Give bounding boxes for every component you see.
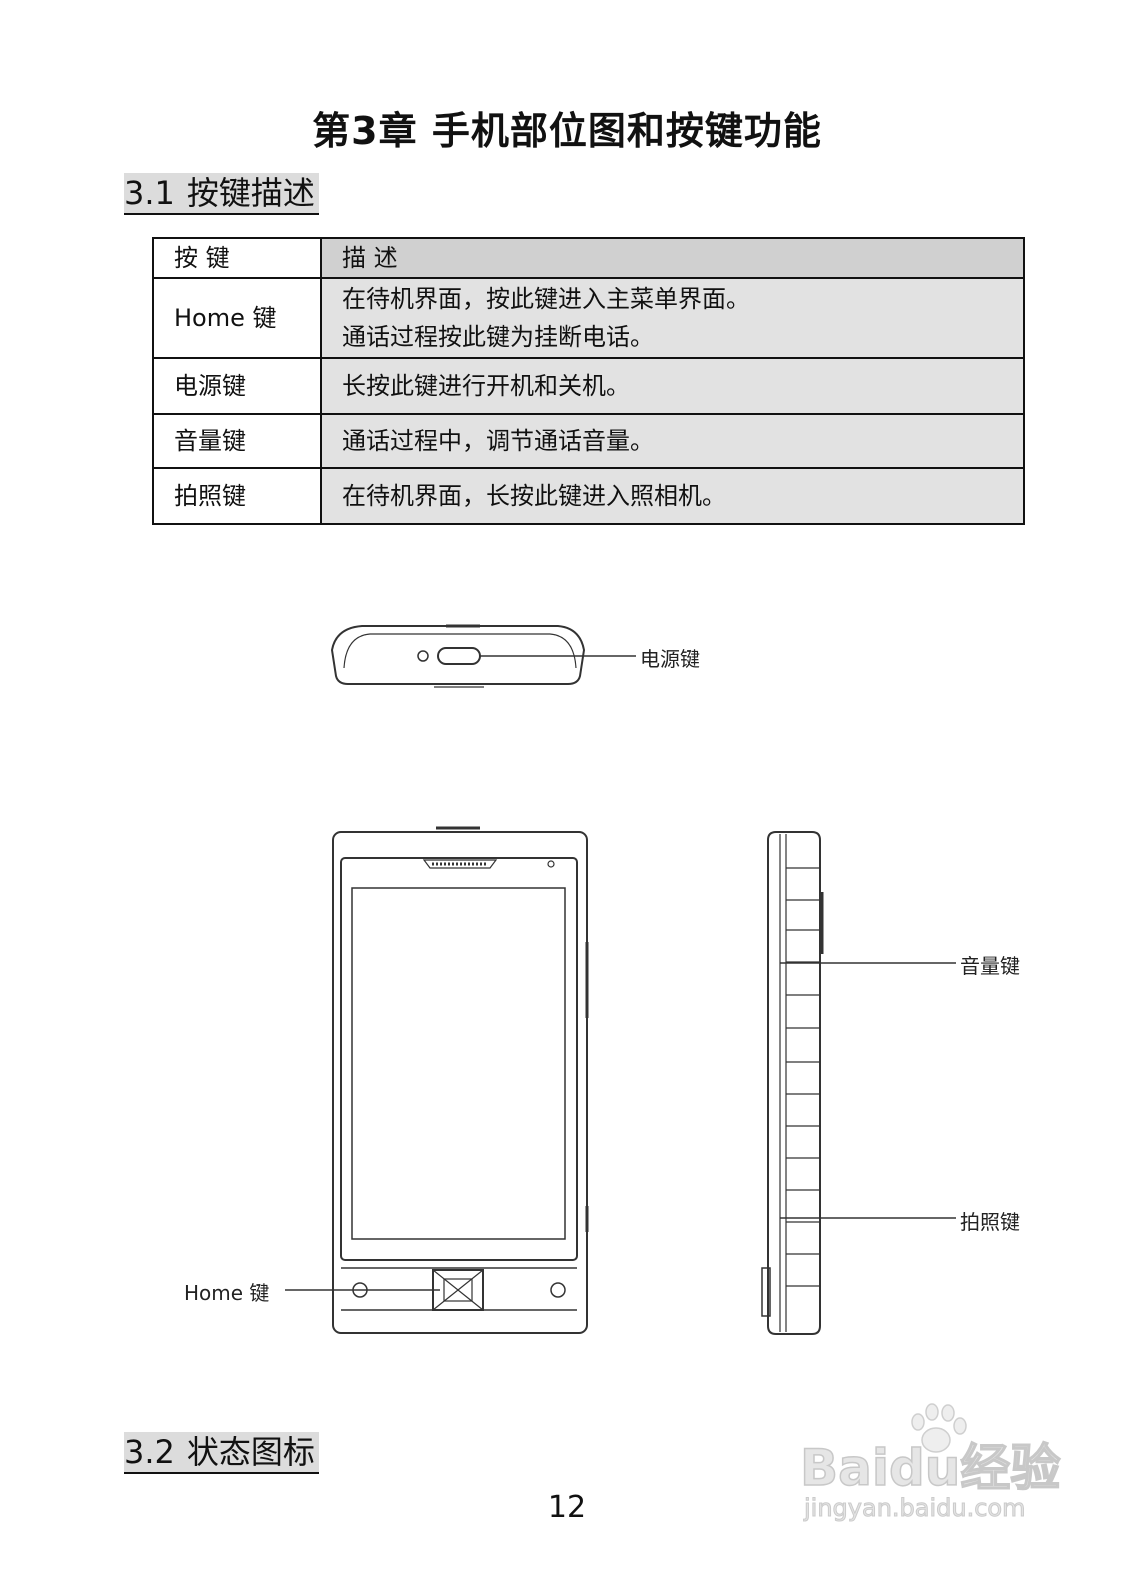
section-title: 状态图标 xyxy=(186,1433,315,1471)
power-key-label: 电源键 xyxy=(640,647,700,671)
screen-area xyxy=(351,887,566,1240)
key-name: 电源键 xyxy=(152,357,322,415)
phone-side-view xyxy=(761,831,956,1335)
watermark-brand: Baidu经验 xyxy=(799,1438,1061,1498)
menu-key-icon xyxy=(550,1282,566,1298)
chapter-title: 第3章 手机部位图和按键功能 xyxy=(312,109,822,153)
section-title: 按键描述 xyxy=(186,174,315,212)
home-key-label: Home 键 xyxy=(184,1281,270,1305)
table-header-row: 按 键 描 述 xyxy=(152,237,1025,279)
key-name: 拍照键 xyxy=(152,467,322,525)
front-sensor-icon xyxy=(547,860,555,868)
camera-key-label: 拍照键 xyxy=(960,1210,1020,1234)
key-name: Home 键 xyxy=(152,277,322,359)
section-heading-3-2: 3.2 状态图标 xyxy=(124,1432,319,1474)
table-row: 电源键 长按此键进行开机和关机。 xyxy=(152,357,1025,415)
table-row: 音量键 通话过程中，调节通话音量。 xyxy=(152,413,1025,469)
camera-lens-icon xyxy=(417,650,429,662)
phone-front-view xyxy=(285,826,589,1334)
key-description: 长按此键进行开机和关机。 xyxy=(320,357,1025,415)
description-line: 长按此键进行开机和关机。 xyxy=(342,372,630,400)
watermark-url: jingyan.baidu.com xyxy=(803,1494,1026,1523)
header-key: 按 键 xyxy=(152,237,322,279)
table-row: Home 键 在待机界面，按此键进入主菜单界面。 通话过程按此键为挂断电话。 xyxy=(152,277,1025,359)
section-heading-3-1: 3.1 按键描述 xyxy=(124,173,319,215)
section-number: 3.2 xyxy=(124,1433,175,1471)
key-description: 在待机界面，长按此键进入照相机。 xyxy=(320,467,1025,525)
description-line: 在待机界面，按此键进入主菜单界面。 xyxy=(342,285,750,313)
phone-top-view xyxy=(330,624,636,688)
side-port-shape xyxy=(761,1267,771,1317)
description-line: 在待机界面，长按此键进入照相机。 xyxy=(342,482,726,510)
header-description: 描 述 xyxy=(320,237,1025,279)
volume-key-label: 音量键 xyxy=(960,954,1020,978)
key-description: 通话过程中，调节通话音量。 xyxy=(320,413,1025,469)
power-button-shape xyxy=(437,647,481,665)
section-number: 3.1 xyxy=(124,174,175,212)
key-description: 在待机界面，按此键进入主菜单界面。 通话过程按此键为挂断电话。 xyxy=(320,277,1025,359)
speaker-grille xyxy=(422,859,498,869)
paw-logo-icon xyxy=(911,1403,967,1453)
page-number: 12 xyxy=(547,1490,587,1525)
description-line: 通话过程按此键为挂断电话。 xyxy=(342,323,654,351)
table-row: 拍照键 在待机界面，长按此键进入照相机。 xyxy=(152,467,1025,525)
key-description-table: 按 键 描 述 Home 键 在待机界面，按此键进入主菜单界面。 通话过程按此键… xyxy=(152,237,1025,525)
description-line: 通话过程中，调节通话音量。 xyxy=(342,427,654,455)
baidu-watermark: Baidu经验 jingyan.baidu.com xyxy=(796,1400,1076,1530)
key-name: 音量键 xyxy=(152,413,322,469)
